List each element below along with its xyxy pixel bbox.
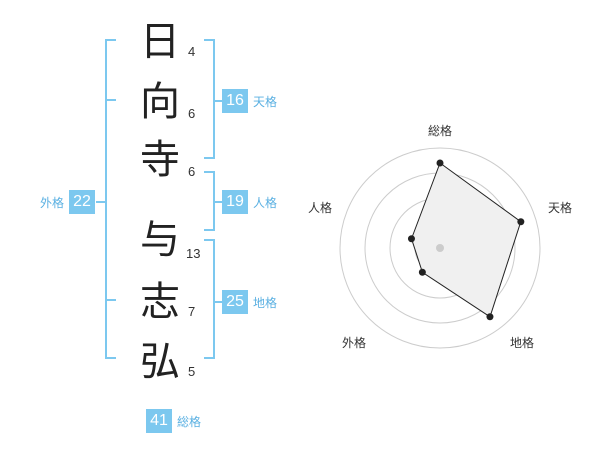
name-char-4: 与 (140, 217, 180, 263)
radar-center-dot (436, 244, 444, 252)
jinkaku-value: 19 (222, 190, 248, 214)
chikaku-bracket (204, 239, 215, 359)
gaikaku-label: 外格 (40, 195, 65, 210)
radar-point-1 (436, 159, 444, 167)
stroke-count-4: 13 (186, 246, 201, 261)
name-char-3: 寺 (140, 137, 180, 183)
tenkaku-value: 16 (222, 89, 248, 113)
radar-ring-4 (339, 147, 541, 349)
name-char-1: 日 (140, 19, 180, 65)
name-char-5: 志 (140, 279, 180, 325)
stroke-count-2: 6 (188, 106, 196, 121)
soukaku-badge: 41 総格 (146, 409, 201, 433)
axis-label-gaikaku: 外格 (342, 335, 366, 350)
jinkaku-label: 人格 (253, 195, 278, 210)
soukaku-value: 41 (146, 409, 172, 433)
jinkaku-bracket (204, 171, 215, 231)
chikaku-badge: 25 地格 (222, 290, 277, 314)
gaikaku-value: 22 (69, 190, 96, 214)
radar-area (410, 162, 522, 318)
radar-points (407, 159, 525, 321)
stroke-count-6: 5 (188, 364, 196, 379)
stroke-count-1: 4 (188, 44, 196, 59)
axis-label-tenkaku: 天格 (548, 200, 572, 215)
chikaku-value: 25 (222, 290, 248, 314)
tenkaku-badge: 16 天格 (222, 89, 277, 113)
jinkaku-badge: 19 人格 (222, 190, 277, 214)
radar-point-4 (418, 268, 426, 276)
tenkaku-label: 天格 (253, 94, 278, 109)
radar-point-2 (517, 218, 525, 226)
tenkaku-bracket (204, 39, 215, 159)
name-char-2: 向 (140, 79, 180, 125)
name-char-6: 弘 (140, 339, 180, 385)
axis-label-chikaku: 地格 (510, 335, 534, 350)
radar-point-3 (486, 313, 494, 321)
chikaku-label: 地格 (253, 295, 278, 310)
radar-point-5 (407, 235, 415, 243)
stroke-count-3: 6 (188, 164, 196, 179)
gaikaku-badge: 外格 22 (40, 190, 96, 214)
gaikaku-bracket (105, 39, 116, 359)
axis-label-soukaku: 総格 (428, 123, 452, 138)
stroke-count-5: 7 (188, 304, 196, 319)
soukaku-label: 総格 (177, 414, 202, 429)
axis-label-jinkaku: 人格 (308, 200, 332, 215)
